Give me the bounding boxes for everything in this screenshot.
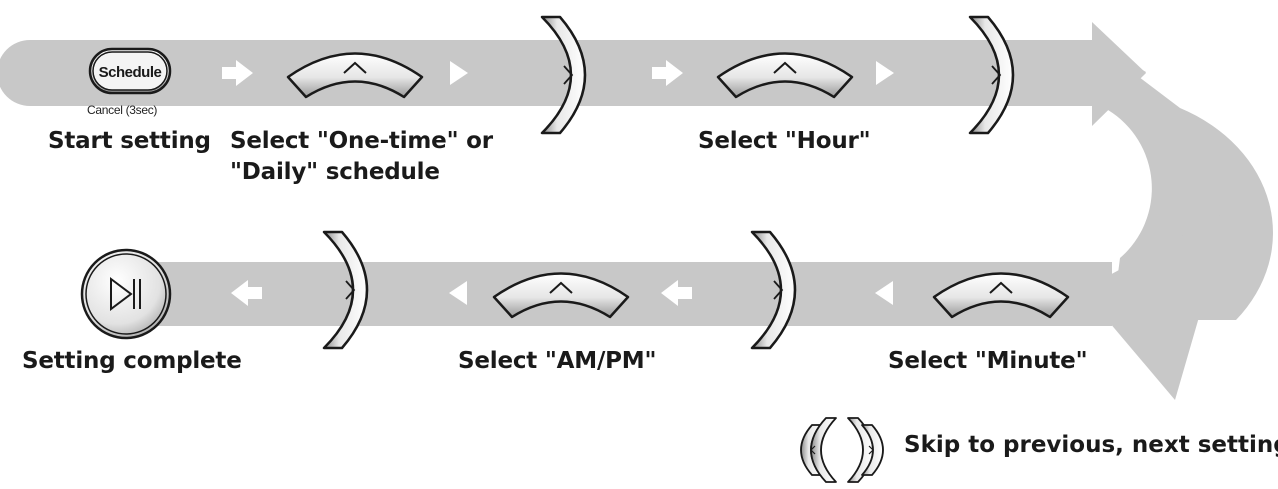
up-arrow-icon: [343, 61, 367, 74]
next-button-2[interactable]: [968, 15, 1015, 135]
legend-text: Skip to previous, next setting: [904, 432, 1278, 458]
next-button-1[interactable]: [540, 15, 587, 135]
schedule-button[interactable]: Schedule: [88, 47, 172, 95]
play-pause-button[interactable]: [80, 248, 172, 340]
chevron-right-icon: [868, 445, 874, 455]
schedule-type-label-line1: Select "One-time" or: [230, 128, 493, 154]
chevron-right-icon: [563, 65, 574, 85]
up-button-minute[interactable]: [932, 272, 1070, 319]
up-arrow-icon: [549, 281, 573, 294]
up-arrow-icon: [773, 61, 797, 74]
right-arrow-icon: [876, 61, 894, 85]
flow-track: [0, 22, 1273, 400]
ampm-label: Select "AM/PM": [458, 348, 657, 374]
hour-label: Select "Hour": [698, 128, 871, 154]
up-button-schedule-type[interactable]: [286, 52, 424, 99]
cancel-hint: Cancel (3sec): [87, 103, 158, 117]
track-uturn: [1090, 40, 1273, 320]
legend-next-button: [847, 417, 884, 483]
left-arrow-icon: [449, 281, 467, 305]
track-uturn-arrow: [1092, 22, 1146, 126]
schedule-type-label-line2: "Daily" schedule: [230, 159, 440, 185]
next-button-4[interactable]: [322, 230, 369, 350]
up-arrow-icon: [989, 281, 1013, 294]
schedule-button-label: Schedule: [99, 64, 162, 81]
chevron-right-icon: [991, 65, 1002, 85]
next-button-3[interactable]: [750, 230, 797, 350]
setting-complete-label: Setting complete: [22, 348, 242, 374]
start-setting-label: Start setting: [48, 128, 211, 154]
legend-prev-button: [800, 417, 837, 483]
top-direction-arrows: [222, 60, 894, 86]
left-arrow-icon: [661, 280, 692, 306]
bottom-direction-arrows: [231, 280, 893, 306]
chevron-right-icon: [345, 280, 356, 300]
up-button-ampm[interactable]: [492, 272, 630, 319]
play-pause-icon: [110, 277, 141, 311]
right-arrow-icon: [222, 60, 253, 86]
left-arrow-icon: [875, 281, 893, 305]
right-arrow-icon: [652, 60, 683, 86]
chevron-left-icon: [810, 445, 816, 455]
up-button-hour[interactable]: [716, 52, 854, 99]
left-arrow-icon: [231, 280, 262, 306]
right-arrow-icon: [450, 61, 468, 85]
track-bottom-arrowhead: [1082, 210, 1230, 400]
minute-label: Select "Minute": [888, 348, 1088, 374]
chevron-right-icon: [773, 280, 784, 300]
